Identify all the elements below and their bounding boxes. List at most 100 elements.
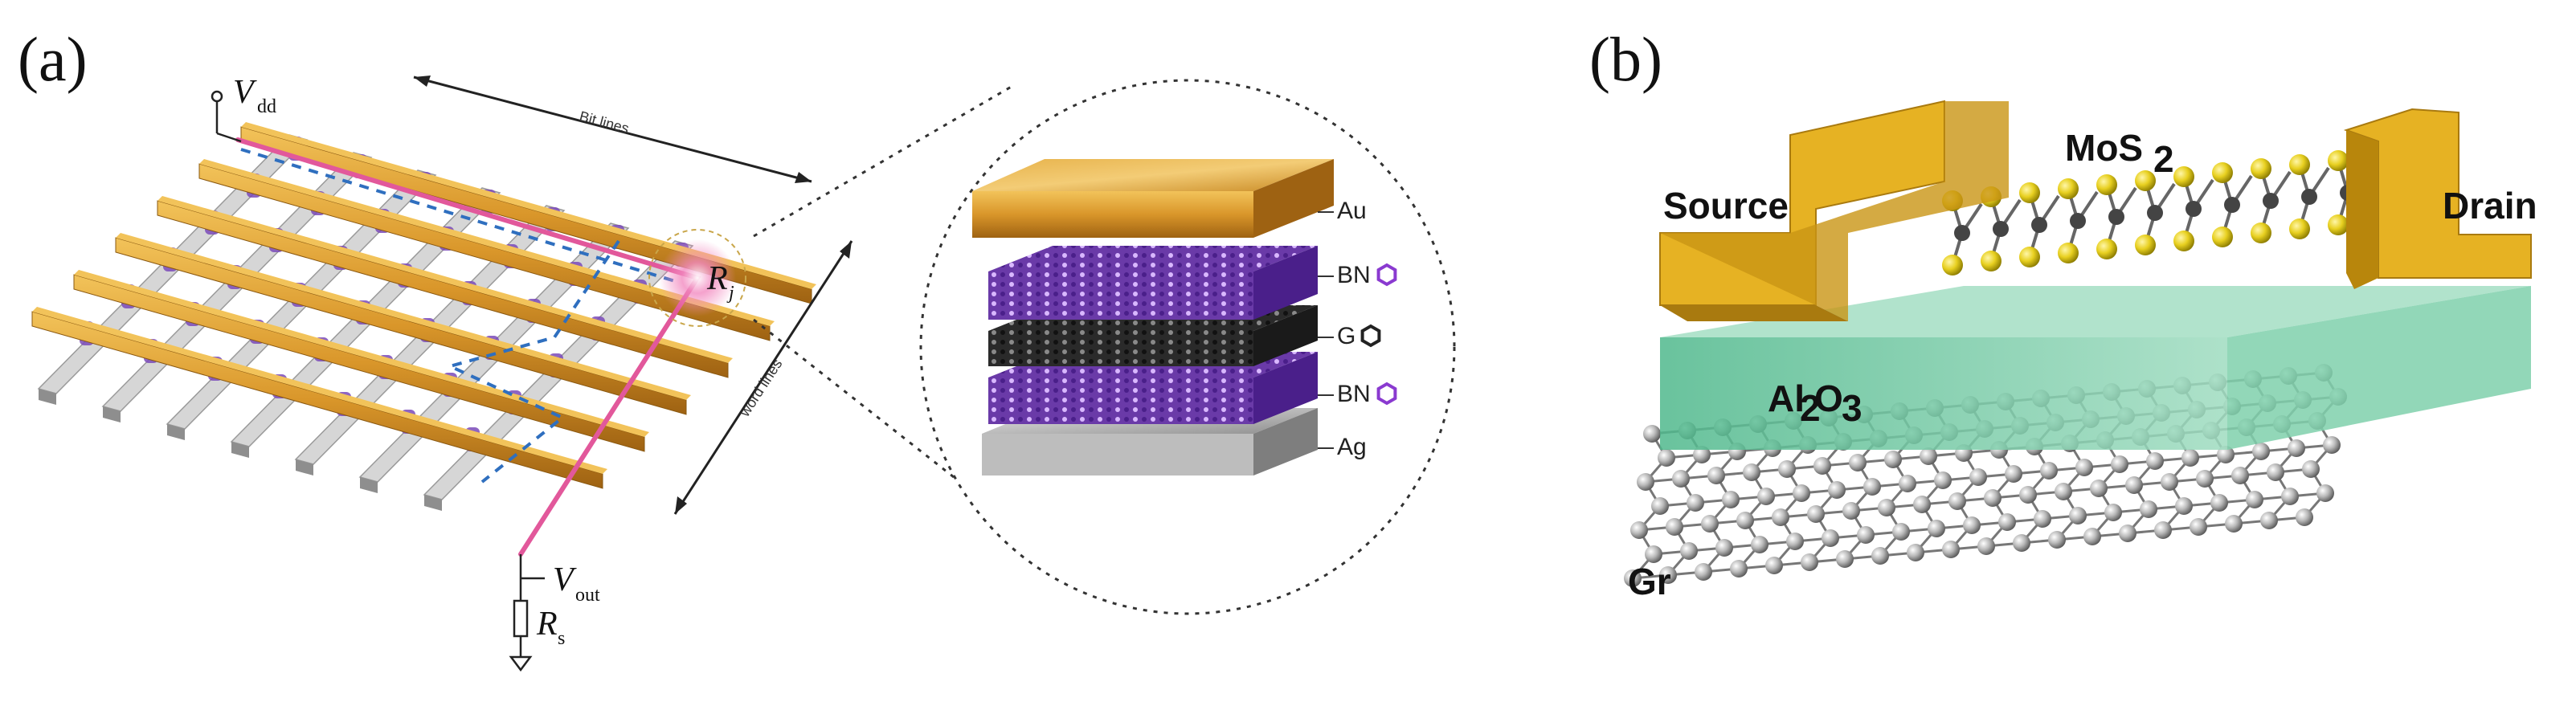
molybdenum-atom [1993, 221, 2009, 237]
al2o3-slab-front [1660, 337, 2227, 450]
bit-line-bar-top [157, 196, 733, 363]
carbon-atom [1658, 449, 1675, 467]
carbon-atom [1913, 496, 1931, 513]
hexagon-lattice-icon [1376, 263, 1397, 287]
carbon-atom [1730, 560, 1748, 578]
carbon-atom [1842, 502, 1860, 520]
word-lines-arrowhead-end [675, 496, 687, 514]
carbon-atom [2267, 463, 2284, 481]
sulfur-atom [2096, 239, 2117, 259]
carbon-atom [1984, 489, 2002, 507]
carbon-atom [2302, 460, 2320, 478]
carbon-atom [2005, 465, 2022, 483]
al2o3-label-o: O [1814, 378, 1843, 419]
carbon-atom [2040, 462, 2058, 480]
carbon-atom [2190, 518, 2207, 536]
carbon-atom [2281, 488, 2299, 505]
carbon-atom [2225, 515, 2243, 533]
bn-upper-side [1253, 246, 1318, 320]
bit-line-bar-top [241, 122, 816, 289]
carbon-atom [1899, 475, 1916, 492]
carbon-atom [2161, 473, 2178, 491]
carbon-atom [2146, 452, 2164, 470]
panel-a-label: (a) [18, 24, 88, 94]
rs-resistor-icon [513, 599, 529, 638]
carbon-atom [1942, 541, 1960, 558]
bottom-electrode-end [360, 477, 378, 493]
sulfur-atom [1942, 255, 1963, 275]
zoom-connector-top [753, 84, 1015, 238]
sulfur-atom [2135, 235, 2156, 255]
mos2-label: MoS [2065, 127, 2143, 169]
carbon-atom [1969, 468, 1987, 486]
carbon-atom [2196, 470, 2214, 488]
au-layer-front [972, 191, 1253, 238]
carbon-atom [1672, 470, 1690, 488]
carbon-atom [2111, 455, 2128, 473]
drain-label: Drain [2443, 185, 2537, 227]
layer-label: Ag [1337, 434, 1367, 460]
vdd-label: V [233, 74, 257, 111]
carbon-atom [1892, 523, 1910, 541]
carbon-atom [1659, 566, 1677, 584]
panel-b: (b) Source Drain MoS 2 Al 2 O 3 [1589, 24, 2537, 602]
sulfur-atom [2251, 222, 2271, 243]
vdd-wire-bend [216, 132, 242, 143]
carbon-atom [1857, 526, 1875, 544]
sulfur-atom [2251, 158, 2271, 179]
au-layer-top [972, 159, 1334, 191]
hexagon-lattice-icon [1360, 324, 1381, 348]
carbon-atom [2181, 449, 2199, 467]
al2o3-slab-side [2227, 286, 2531, 450]
carbon-atom [1722, 491, 1740, 508]
zoom-connector-bottom [753, 318, 981, 500]
carbon-atom [1765, 557, 1783, 574]
molybdenum-atom [2224, 197, 2240, 213]
sulfur-atom [2328, 150, 2349, 171]
carbon-atom [1878, 499, 1895, 516]
layer-label: BN [1337, 262, 1371, 288]
sulfur-atom [2328, 214, 2349, 235]
carbon-atom [1793, 484, 1810, 502]
bottom-electrode-end [39, 389, 56, 405]
carbon-atom [1757, 488, 1775, 505]
carbon-atom [1693, 446, 1711, 463]
bit-line-bar-top [116, 233, 691, 400]
bit-line-bars [31, 122, 816, 489]
carbon-atom [2210, 494, 2228, 512]
carbon-atom [1701, 515, 1719, 533]
selected-junction-glow [659, 239, 736, 316]
carbon-atom [2125, 476, 2143, 494]
carbon-atom [1836, 550, 1854, 568]
carbon-atom [2175, 497, 2193, 515]
al2o3-label-sub1: 2 [1800, 387, 1821, 429]
source-label: Source [1663, 185, 1789, 227]
carbon-atom [2019, 486, 2037, 504]
sulfur-atom [2212, 227, 2233, 247]
carbon-atom [2246, 491, 2263, 508]
panel-a: (a) V dd Bit lines [18, 24, 1456, 672]
carbon-atom [1778, 460, 1796, 478]
bit-lines-label: Bit lines [578, 108, 631, 137]
carbon-atom [2296, 508, 2313, 526]
vout-subscript: out [575, 585, 600, 606]
carbon-atom [2034, 510, 2051, 528]
carbon-atom [2288, 439, 2305, 457]
molybdenum-atom [2070, 213, 2086, 229]
bn-lower-front [988, 378, 1253, 424]
rs-label: R [536, 606, 558, 643]
junction-resistance-subscript: j [726, 283, 734, 304]
carbon-atom [1863, 478, 1881, 496]
crossbar-array: V dd Bit lines word lines R j V out [31, 74, 853, 672]
sulfur-atom [2212, 162, 2233, 183]
word-lines-label: word lines [736, 356, 785, 420]
carbon-atom [1948, 492, 1966, 510]
carbon-atom [2252, 443, 2270, 460]
word-lines-arrowhead-start [840, 241, 852, 259]
sneak-path-dashed-line [240, 148, 676, 484]
vout-label: V [553, 561, 577, 598]
carbon-atom [1884, 451, 1902, 468]
